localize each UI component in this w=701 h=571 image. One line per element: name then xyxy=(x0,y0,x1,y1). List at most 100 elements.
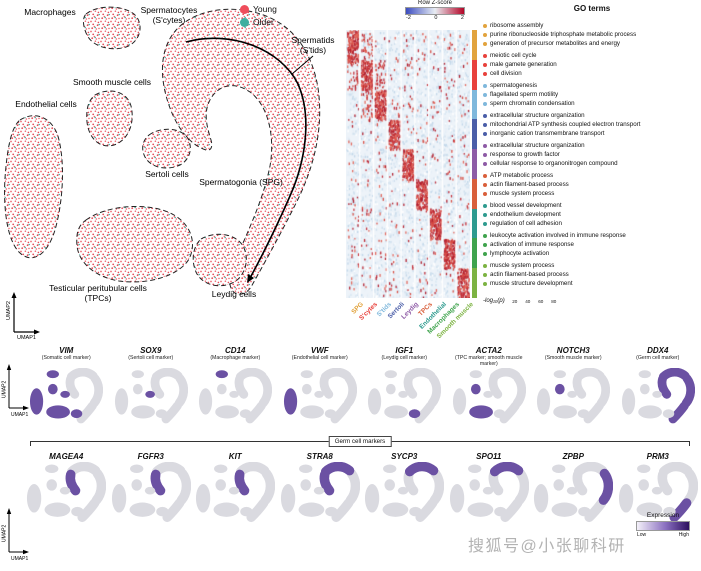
zscore-legend: Row Z-score -2 0 2 xyxy=(398,0,472,21)
older-color-dot xyxy=(240,17,249,27)
germ-segment-late xyxy=(76,401,98,424)
go-term-item: sperm chromatin condensation xyxy=(483,99,701,108)
germ-segment-spg xyxy=(234,469,250,496)
go-term-dot-icon xyxy=(483,161,487,166)
leydig-blob xyxy=(409,506,422,517)
macrophages-blob xyxy=(300,370,313,379)
macrophages-blob xyxy=(384,370,398,379)
germ-segment-late xyxy=(584,498,607,523)
go-term-text: regulation of cell adhesion xyxy=(490,220,562,227)
gene-name: VIM xyxy=(59,346,74,355)
smooth-muscle-blob xyxy=(301,383,312,395)
go-term-text: cellular response to organonitrogen comp… xyxy=(490,160,618,167)
gene-name: ZPBP xyxy=(562,452,584,461)
macrophages-blob xyxy=(129,464,144,474)
umap-mini xyxy=(196,462,276,523)
age-legend: Young Older xyxy=(240,4,277,30)
marker-subtitle: (Germ cell marker) xyxy=(636,355,680,361)
leydig-blob xyxy=(240,506,253,517)
go-term-text: mitochondrial ATP synthesis coupled elec… xyxy=(490,121,641,128)
leydig-cluster xyxy=(192,233,247,287)
endothelial-blob xyxy=(618,483,633,513)
go-term-dot-icon xyxy=(483,92,487,97)
go-term-item: extracellular structure organization xyxy=(483,111,701,120)
tpc-blob xyxy=(299,405,324,419)
go-term-text: endothelium development xyxy=(490,211,561,218)
go-term-item: regulation of cell adhesion xyxy=(483,219,701,228)
sertoli-blob xyxy=(651,486,663,495)
watermark: 搜狐号@小张聊科研 xyxy=(468,538,626,555)
germ-segment-scytes xyxy=(574,462,608,477)
smooth-muscle-blob xyxy=(555,383,565,395)
label-spermatogonia: Spermatogonia (SPG) xyxy=(199,177,283,187)
germ-segment-late xyxy=(414,401,436,424)
marker-subtitle: (TPC marker; smooth muscle marker) xyxy=(455,355,523,367)
go-term-dot-icon xyxy=(483,173,487,178)
feature-plot-stra8: STRA8 xyxy=(278,452,363,525)
go-term-dot-icon xyxy=(483,83,487,88)
endothelial-blob xyxy=(30,388,44,415)
endothelial-blob xyxy=(537,388,551,415)
germ-segment-late xyxy=(668,401,689,424)
germ-segment-late xyxy=(77,498,100,523)
germ-segment-scytes xyxy=(320,462,355,477)
pvalue-legend: -log₁₀(p) 20 40 60 80 xyxy=(483,298,559,304)
umap1-axis-label: UMAP1 xyxy=(11,556,28,562)
label-sertoli: Sertoli cells xyxy=(145,169,189,179)
germ-segment-late xyxy=(669,498,692,523)
expression-low-label: Low xyxy=(637,532,647,538)
umap-mini xyxy=(30,368,104,424)
umap-mini xyxy=(199,368,273,424)
tpc-blob xyxy=(468,405,493,419)
germ-segment-late xyxy=(500,498,523,523)
marker-subtitle: (Smooth muscle marker) xyxy=(544,355,602,361)
go-term-dot-icon xyxy=(483,62,487,67)
germ-segment-scytes xyxy=(151,462,186,477)
sertoli-blob xyxy=(229,390,240,398)
smooth-muscle-blob xyxy=(553,479,565,491)
go-term-item: cell division xyxy=(483,69,701,78)
germ-segment-scytes xyxy=(236,462,270,477)
leydig-blob xyxy=(578,506,591,517)
germ-segment-stids xyxy=(91,468,107,505)
feature-plot-ddx4: DDX4(Germ cell marker) xyxy=(616,346,701,426)
zscore-tick-high: 2 xyxy=(460,15,464,21)
umap2-axis-label: UMAP2 xyxy=(2,381,8,398)
go-term-dot-icon xyxy=(483,143,487,148)
endothelial-cluster xyxy=(4,115,63,259)
sertoli-blob xyxy=(60,390,71,398)
leydig-blob xyxy=(71,409,83,419)
go-terms-title: GO terms xyxy=(573,4,611,13)
endothelial-blob xyxy=(621,388,635,415)
go-term-dot-icon xyxy=(483,203,487,208)
go-term-item: flagellated sperm motility xyxy=(483,90,701,99)
go-group-color-segment xyxy=(472,268,477,299)
endothelial-blob xyxy=(534,483,549,513)
tpc-blob xyxy=(553,405,578,419)
go-term-text: spermatogenesis xyxy=(490,82,538,89)
go-term-item: purine ribonucleoside triphosphate metab… xyxy=(483,30,701,39)
go-term-text: muscle structure development xyxy=(490,280,573,287)
gene-name: SYCP3 xyxy=(391,452,418,461)
germ-segment-stids xyxy=(345,468,360,505)
go-term-item: actin filament-based process xyxy=(483,180,701,189)
sertoli-cluster xyxy=(142,128,191,169)
go-term-item: muscle structure development xyxy=(483,279,701,288)
go-term-text: actin filament-based process xyxy=(490,271,569,278)
umap-mini xyxy=(368,368,442,424)
feature-plot-kit: KIT xyxy=(193,452,278,525)
go-term-item: meiotic cell cycle xyxy=(483,51,701,60)
go-term-item: endothelium development xyxy=(483,210,701,219)
leydig-blob xyxy=(155,506,169,517)
young-label: Young xyxy=(253,4,277,14)
go-term-item: muscle system process xyxy=(483,261,701,270)
macrophages-cluster xyxy=(83,6,141,50)
go-term-text: purine ribonucleoside triphosphate metab… xyxy=(490,31,637,38)
germ-segment-late xyxy=(246,498,269,523)
tpc-cluster xyxy=(76,206,193,283)
germ-segment-spg xyxy=(657,469,673,496)
